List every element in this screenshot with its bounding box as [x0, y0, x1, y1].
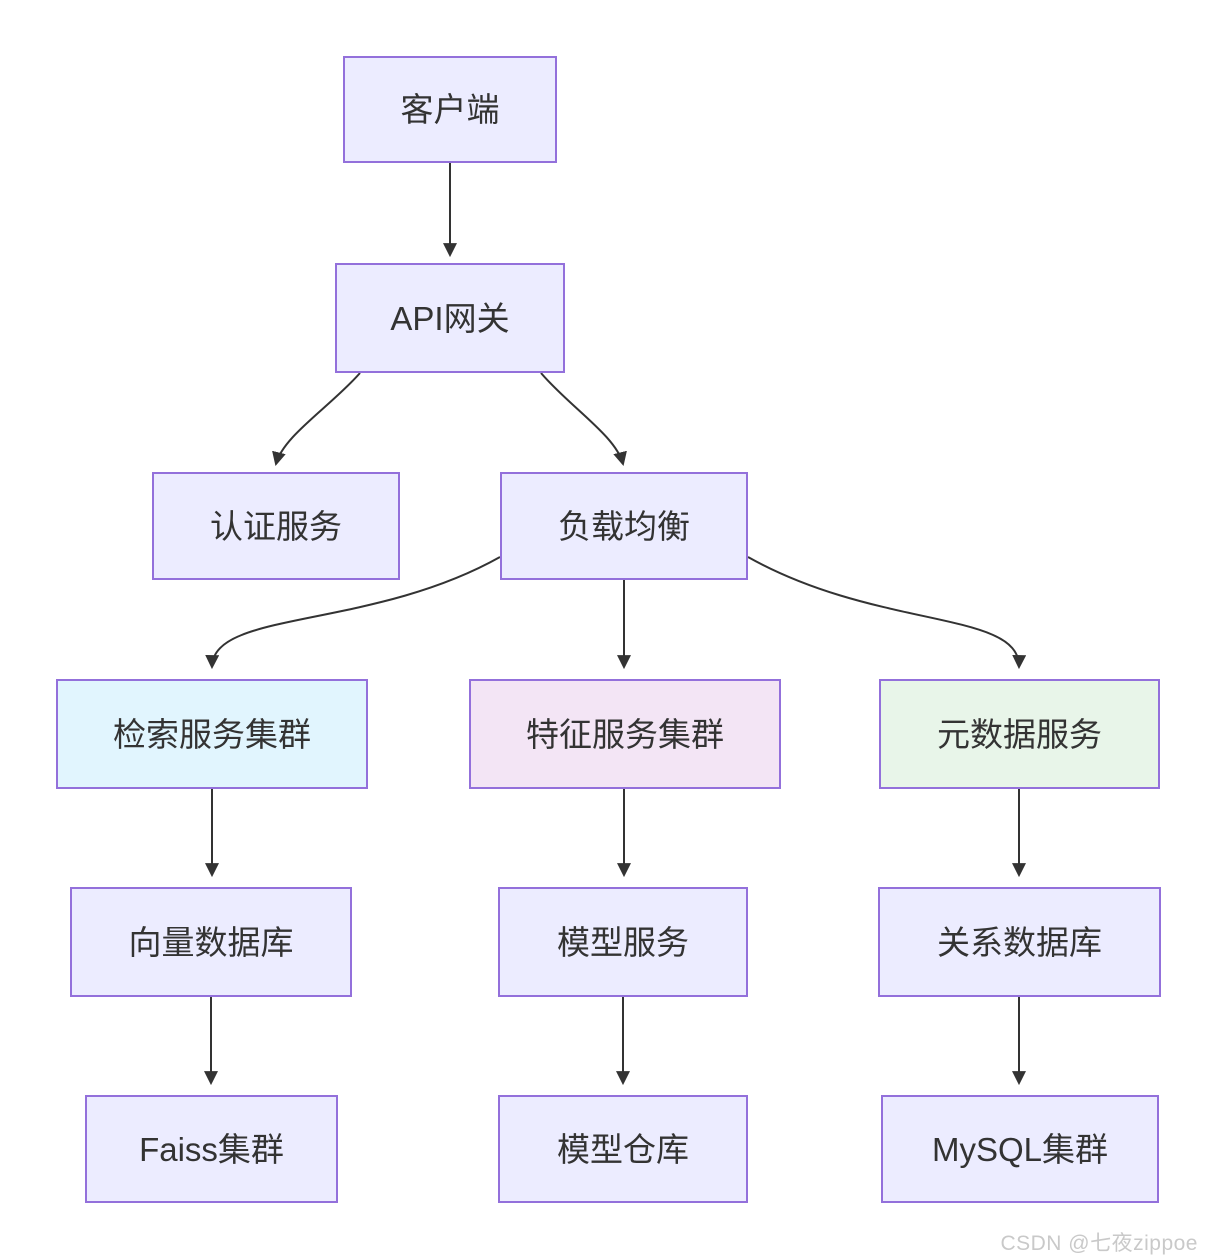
node-metadata-service-label: 元数据服务 [937, 715, 1102, 753]
node-mysql-cluster: MySQL集群 [881, 1095, 1159, 1203]
node-retrieval-cluster: 检索服务集群 [56, 679, 368, 789]
node-model-service-label: 模型服务 [557, 923, 689, 961]
node-api-gateway: API网关 [335, 263, 565, 373]
node-feature-cluster: 特征服务集群 [469, 679, 781, 789]
node-client: 客户端 [343, 56, 557, 163]
node-vector-db: 向量数据库 [70, 887, 352, 997]
node-model-repo: 模型仓库 [498, 1095, 748, 1203]
node-relational-db-label: 关系数据库 [937, 923, 1102, 961]
node-retrieval-cluster-label: 检索服务集群 [113, 715, 311, 753]
node-vector-db-label: 向量数据库 [128, 923, 294, 961]
node-client-label: 客户端 [400, 91, 500, 128]
edge-api-gateway-to-load-balancer [540, 372, 627, 467]
edge-load-balancer-to-metadata-service [747, 556, 1027, 670]
node-api-gateway-label: API网关 [390, 299, 510, 337]
node-relational-db: 关系数据库 [878, 887, 1161, 997]
node-feature-cluster-label: 特征服务集群 [526, 715, 724, 753]
node-faiss-cluster: Faiss集群 [85, 1095, 338, 1203]
node-auth-service: 认证服务 [152, 472, 400, 580]
node-mysql-cluster-label: MySQL集群 [931, 1130, 1109, 1168]
node-faiss-cluster-label: Faiss集群 [139, 1130, 284, 1168]
edge-api-gateway-to-auth-service [272, 372, 361, 467]
node-auth-service-label: 认证服务 [210, 507, 342, 545]
csdn-watermark: CSDN @七夜zippoe [1000, 1232, 1198, 1255]
node-load-balancer: 负载均衡 [500, 472, 748, 580]
node-model-repo-label: 模型仓库 [557, 1130, 689, 1168]
node-load-balancer-label: 负载均衡 [558, 507, 690, 545]
node-model-service: 模型服务 [498, 887, 748, 997]
node-metadata-service: 元数据服务 [879, 679, 1160, 789]
